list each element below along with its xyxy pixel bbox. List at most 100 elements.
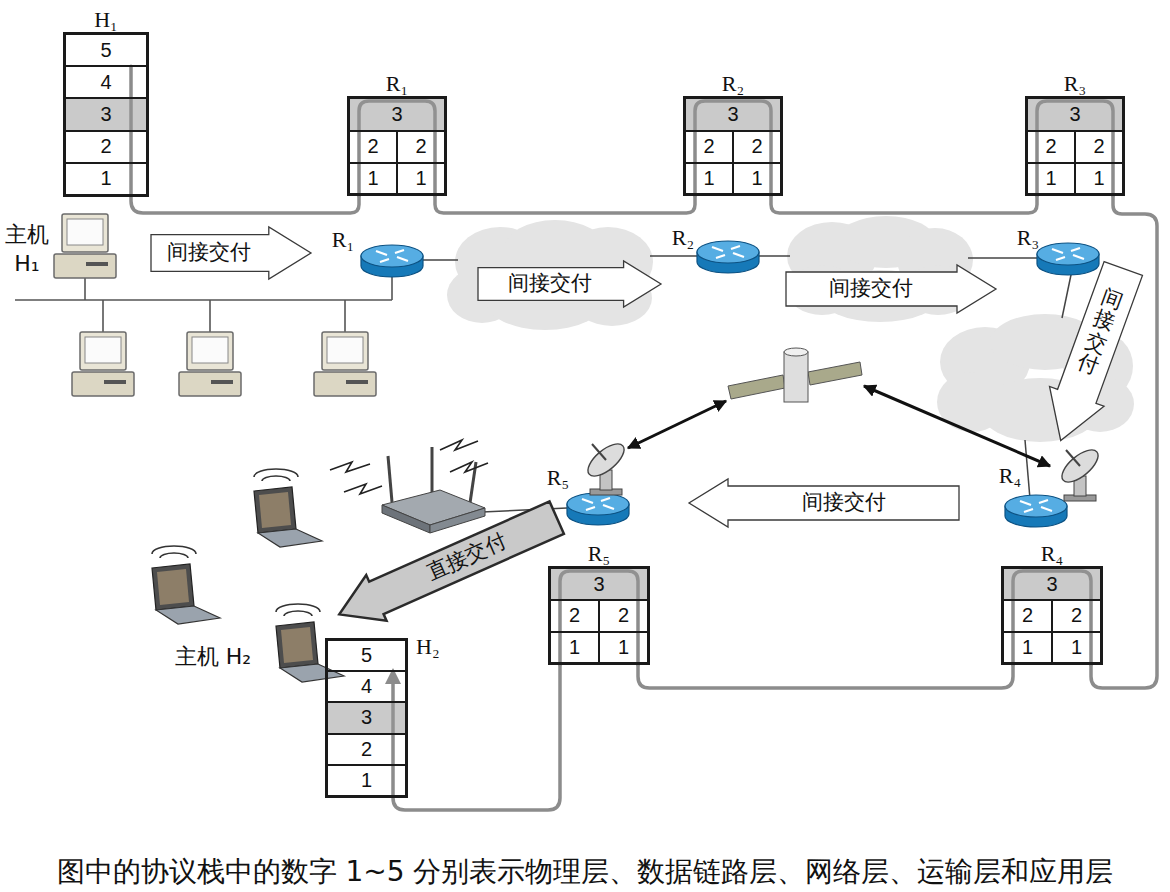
text-label: R₁ (332, 227, 354, 252)
layer-cell: 1 (1052, 632, 1101, 664)
layer-cell: 4 (327, 671, 406, 702)
stack-label: R₃ (1064, 71, 1086, 96)
label-wrap: R₃ (1017, 224, 1039, 253)
figure-caption: 图中的协议栈中的数字 1~5 分别表示物理层、数据链路层、网络层、运输层和应用层 (57, 855, 1114, 888)
layer-number: 2 (361, 738, 372, 761)
lan-wiring (15, 271, 392, 332)
layer-cell: 2 (1052, 600, 1101, 632)
arrow-label: 间接交付 (802, 490, 886, 515)
layer-number: 3 (593, 573, 604, 596)
layer-number: 4 (100, 71, 111, 94)
layer-number: 2 (415, 135, 426, 158)
router-protocol-stack: R₁32211 (347, 96, 447, 196)
host-computer (72, 332, 134, 396)
stack-heading-wrap: H₁ (65, 7, 147, 32)
label-wrap: 主机 H₁ (4, 221, 50, 278)
radio-signal (330, 440, 488, 494)
text-label: R₄ (999, 463, 1021, 488)
stack-heading-wrap: R₃ (1027, 71, 1123, 96)
router-protocol-stack: R₅32211 (548, 566, 650, 665)
data-path-line (771, 196, 1037, 213)
host-computer (314, 332, 376, 396)
layer-cell: 1 (1075, 163, 1123, 195)
layer-number: 2 (1093, 135, 1104, 158)
router-protocol-stack: R₃32211 (1025, 96, 1125, 196)
lan-bus (15, 299, 392, 301)
router-r4 (1005, 495, 1067, 527)
layer-number: 3 (361, 706, 372, 729)
layer-cell: 2 (1027, 131, 1075, 163)
layer-number: 2 (100, 135, 111, 158)
layer-cell: 2 (1003, 600, 1052, 632)
layer-number: 2 (703, 135, 714, 158)
arrow-outline (786, 265, 996, 313)
layer-cell: 2 (685, 131, 733, 163)
layer-number: 1 (1022, 636, 1033, 659)
layer-cell: 2 (733, 131, 781, 163)
layer-number: 1 (618, 636, 629, 659)
satellite-body (784, 352, 808, 402)
stack-heading-wrap: R₅ (550, 541, 648, 566)
stack-heading-wrap: H₂ (416, 634, 440, 659)
layer-cell: 2 (599, 600, 648, 632)
stack-label: H₁ (94, 7, 118, 32)
signal-bolt (344, 484, 382, 494)
layer-number: 1 (569, 636, 580, 659)
data-path-line (435, 196, 695, 213)
router-r5 (567, 493, 629, 525)
text-label: R₂ (672, 225, 694, 250)
text-label: R₅ (547, 465, 569, 490)
indirect-delivery-arrow: 间接交付 (477, 260, 662, 308)
layer-cell: 3 (327, 702, 406, 733)
satellite-link (628, 401, 726, 448)
arrow-outline (329, 495, 567, 637)
layer-number: 2 (569, 604, 580, 627)
layer-cell: 2 (349, 131, 397, 163)
backbone-links (423, 256, 1072, 512)
layer-cell: 3 (65, 98, 147, 130)
layer-cell: 2 (65, 131, 147, 163)
layer-number: 2 (1045, 135, 1056, 158)
layer-number: 1 (1093, 167, 1104, 190)
direct-delivery-arrow: 直接交付 (328, 493, 568, 638)
data-path-line (638, 665, 1013, 688)
link (650, 255, 697, 257)
layer-cell: 1 (550, 632, 599, 664)
stack-label: H₂ (416, 634, 440, 659)
text-label: R₃ (1017, 225, 1039, 250)
satellite-link (864, 386, 1050, 466)
host-protocol-stack: H₂54321 (325, 638, 408, 798)
layer-cell: 3 (685, 98, 781, 131)
layer-cell: 2 (327, 734, 406, 765)
indirect-delivery-arrow: 间接交付 (1032, 257, 1152, 451)
link (423, 259, 458, 261)
stack-label: R₁ (386, 71, 408, 96)
host-computer (179, 332, 241, 396)
router-r1 (361, 245, 423, 277)
layer-number: 4 (361, 675, 372, 698)
stack-heading-wrap: R₂ (685, 71, 781, 96)
layer-cell: 3 (550, 568, 648, 600)
layer-number: 1 (703, 167, 714, 190)
lan-drop (209, 300, 211, 332)
signal-bolt (450, 462, 488, 472)
layer-cell: 3 (1003, 568, 1101, 600)
layer-number: 5 (100, 39, 111, 62)
link (968, 257, 1037, 259)
indirect-delivery-arrow: 间接交付 (785, 264, 997, 314)
layer-number: 2 (618, 604, 629, 627)
satellite (728, 348, 862, 402)
wireless-access-point (382, 447, 485, 533)
layer-number: 3 (100, 103, 111, 126)
laptop (254, 469, 322, 547)
arrow-outline (478, 261, 661, 307)
laptop (152, 546, 220, 624)
layer-number: 1 (367, 167, 378, 190)
lan-drop (344, 300, 346, 332)
label-wrap: R₁ (332, 226, 354, 255)
arrow-label: 间接交付 (167, 240, 251, 265)
layer-number: 1 (1071, 636, 1082, 659)
layer-cell: 1 (599, 632, 648, 664)
layer-cell: 2 (1075, 131, 1123, 163)
